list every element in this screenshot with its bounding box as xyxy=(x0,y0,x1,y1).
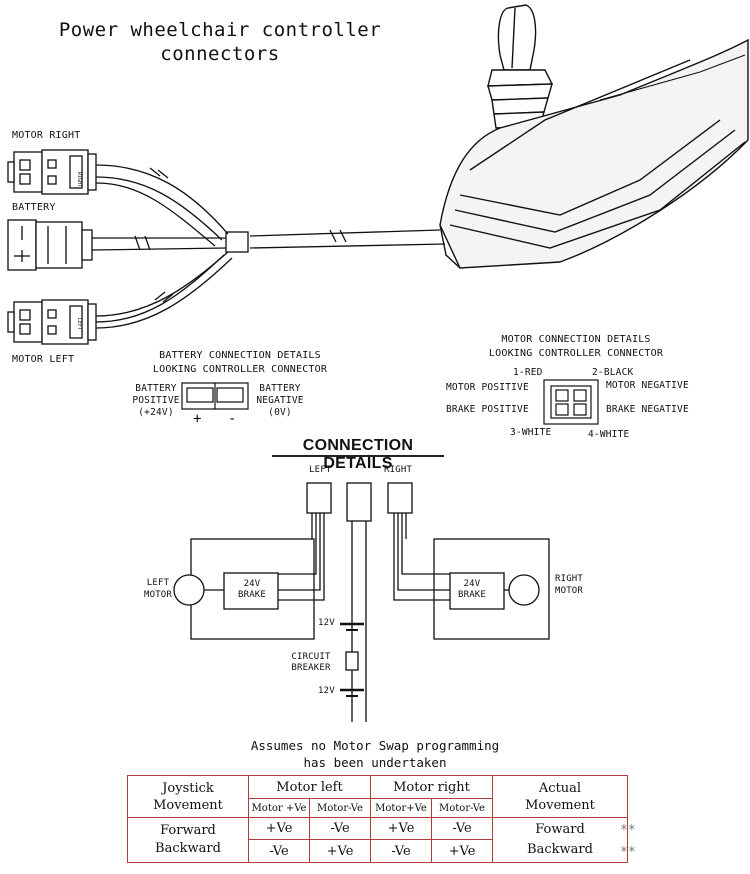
battery-connector xyxy=(7,219,93,271)
diagram-title: Power wheelchair controller connectors xyxy=(40,18,400,66)
right-motor-line: RIGHT xyxy=(554,574,584,584)
movement-forward: Forward xyxy=(160,823,216,838)
motor-positive-label: MOTOR POSITIVE xyxy=(446,382,529,393)
battery-details-title-line-1: BATTERY CONNECTION DETAILS xyxy=(159,350,321,361)
battery-negative-line: BATTERY xyxy=(259,383,301,394)
backward-mark: ** xyxy=(620,845,636,860)
movement-cell: Forward Backward xyxy=(127,817,249,863)
motor-right-connector xyxy=(7,149,97,195)
header-motor-left: Motor left xyxy=(248,775,371,799)
title-line-2: connectors xyxy=(160,43,280,65)
left-brake-line: BRAKE xyxy=(237,590,267,600)
circuit-breaker-line: BREAKER xyxy=(291,663,331,673)
motor-negative-label: MOTOR NEGATIVE xyxy=(606,380,689,391)
left-neg-backward: +Ve xyxy=(309,839,371,863)
right-brake-line: BRAKE xyxy=(457,590,487,600)
battery-detail-connector xyxy=(181,382,249,410)
subheader-right-pos: Motor+Ve xyxy=(370,798,432,818)
table-row: Forward Backward +Ve -Ve +Ve -Ve Foward … xyxy=(127,817,628,863)
controller-body xyxy=(439,38,749,269)
motor-right-label: MOTOR RIGHT xyxy=(12,130,81,141)
header-actual: Actual Movement xyxy=(492,775,628,818)
left-neg-forward: -Ve xyxy=(309,817,371,840)
pin-4-label: 4-WHITE xyxy=(588,429,630,440)
actual-backward: Backward xyxy=(527,842,593,857)
actual-forward: Foward xyxy=(535,822,585,837)
right-pos-forward: +Ve xyxy=(370,817,432,840)
right-brake-label: 24V BRAKE xyxy=(452,579,492,601)
plus-sign: + xyxy=(193,411,202,427)
brake-negative-label: BRAKE NEGATIVE xyxy=(606,404,689,415)
motor-left-connector xyxy=(7,299,97,345)
left-connector-label: LEFT xyxy=(309,465,332,475)
header-actual-line: Movement xyxy=(525,797,595,813)
minus-sign: - xyxy=(228,411,237,427)
table-header-row: Joystick Movement Motor left Motor right… xyxy=(127,775,628,818)
right-neg-forward: -Ve xyxy=(431,817,493,840)
motor-details-title-line-2: LOOKING CONTROLLER CONNECTOR xyxy=(488,348,664,359)
left-tag: LEFT xyxy=(76,318,82,330)
left-pos-forward: +Ve xyxy=(248,817,310,840)
battery-negative-line: (0V) xyxy=(268,407,292,418)
battery-details-title-line-2: LOOKING CONTROLLER CONNECTOR xyxy=(152,364,328,375)
header-joystick: Joystick Movement xyxy=(127,775,249,818)
header-motor-right: Motor right xyxy=(370,775,493,799)
forward-mark: ** xyxy=(620,823,636,838)
header-joystick-line: Movement xyxy=(153,797,223,813)
note-line-1: Assumes no Motor Swap programming xyxy=(250,738,500,753)
motor-swap-note: Assumes no Motor Swap programming has be… xyxy=(200,737,550,771)
battery-positive-label: BATTERY POSITIVE (+24V) xyxy=(126,383,186,419)
pin-2-label: 2-BLACK xyxy=(592,367,634,378)
right-neg-backward: +Ve xyxy=(431,839,493,863)
subheader-right-neg: Motor-Ve xyxy=(431,798,493,818)
battery-positive-line: POSITIVE xyxy=(132,395,180,406)
movement-table: Joystick Movement Motor left Motor right… xyxy=(127,775,628,863)
cables xyxy=(91,164,446,329)
right-tag: RIGHT xyxy=(76,172,82,187)
left-brake-line: 24V xyxy=(243,579,261,589)
battery-negative-line: NEGATIVE xyxy=(256,395,304,406)
battery-details-title: BATTERY CONNECTION DETAILS LOOKING CONTR… xyxy=(130,349,350,377)
left-motor-label: LEFT MOTOR xyxy=(138,577,178,601)
left-motor-line: MOTOR xyxy=(143,590,173,600)
note-line-2: has been undertaken xyxy=(303,755,447,770)
left-motor-line: LEFT xyxy=(146,578,170,588)
circuit-breaker-line: CIRCUIT xyxy=(291,652,331,662)
right-pos-backward: -Ve xyxy=(370,839,432,863)
movement-backward: Backward xyxy=(155,841,221,856)
right-connector-label: RIGHT xyxy=(384,465,413,475)
motor-details-title: MOTOR CONNECTION DETAILS LOOKING CONTROL… xyxy=(466,333,686,361)
circuit-breaker-label: CIRCUIT BREAKER xyxy=(286,652,336,674)
right-motor-label: RIGHT MOTOR xyxy=(546,573,592,597)
motor-left-label: MOTOR LEFT xyxy=(12,354,75,365)
connection-schematic xyxy=(173,482,550,722)
subheader-left-pos: Motor +Ve xyxy=(248,798,310,818)
v12-top-label: 12V xyxy=(318,618,335,628)
pin-1-label: 1-RED xyxy=(513,367,543,378)
battery-label: BATTERY xyxy=(12,202,56,213)
left-brake-label: 24V BRAKE xyxy=(232,579,272,601)
connection-details-heading: CONNECTION DETAILS xyxy=(302,437,414,472)
right-motor-line: MOTOR xyxy=(554,586,584,596)
battery-positive-line: BATTERY xyxy=(135,383,177,394)
motor-details-title-line-1: MOTOR CONNECTION DETAILS xyxy=(501,334,651,345)
v12-bottom-label: 12V xyxy=(318,686,335,696)
title-line-1: Power wheelchair controller xyxy=(58,19,382,41)
subheader-left-neg: Motor-Ve xyxy=(309,798,371,818)
actual-cell: Foward Backward xyxy=(492,817,628,863)
header-actual-line: Actual xyxy=(538,780,582,796)
heading-underline xyxy=(272,455,444,457)
left-pos-backward: -Ve xyxy=(248,839,310,863)
brake-positive-label: BRAKE POSITIVE xyxy=(446,404,529,415)
right-brake-line: 24V xyxy=(463,579,481,589)
motor-detail-connector xyxy=(543,379,599,425)
pin-3-label: 3-WHITE xyxy=(510,427,552,438)
header-joystick-line: Joystick xyxy=(162,780,214,796)
battery-negative-label: BATTERY NEGATIVE (0V) xyxy=(250,383,310,419)
table-row: -Ve +Ve -Ve +Ve xyxy=(128,839,628,863)
battery-positive-line: (+24V) xyxy=(138,407,174,418)
joystick xyxy=(487,4,554,129)
